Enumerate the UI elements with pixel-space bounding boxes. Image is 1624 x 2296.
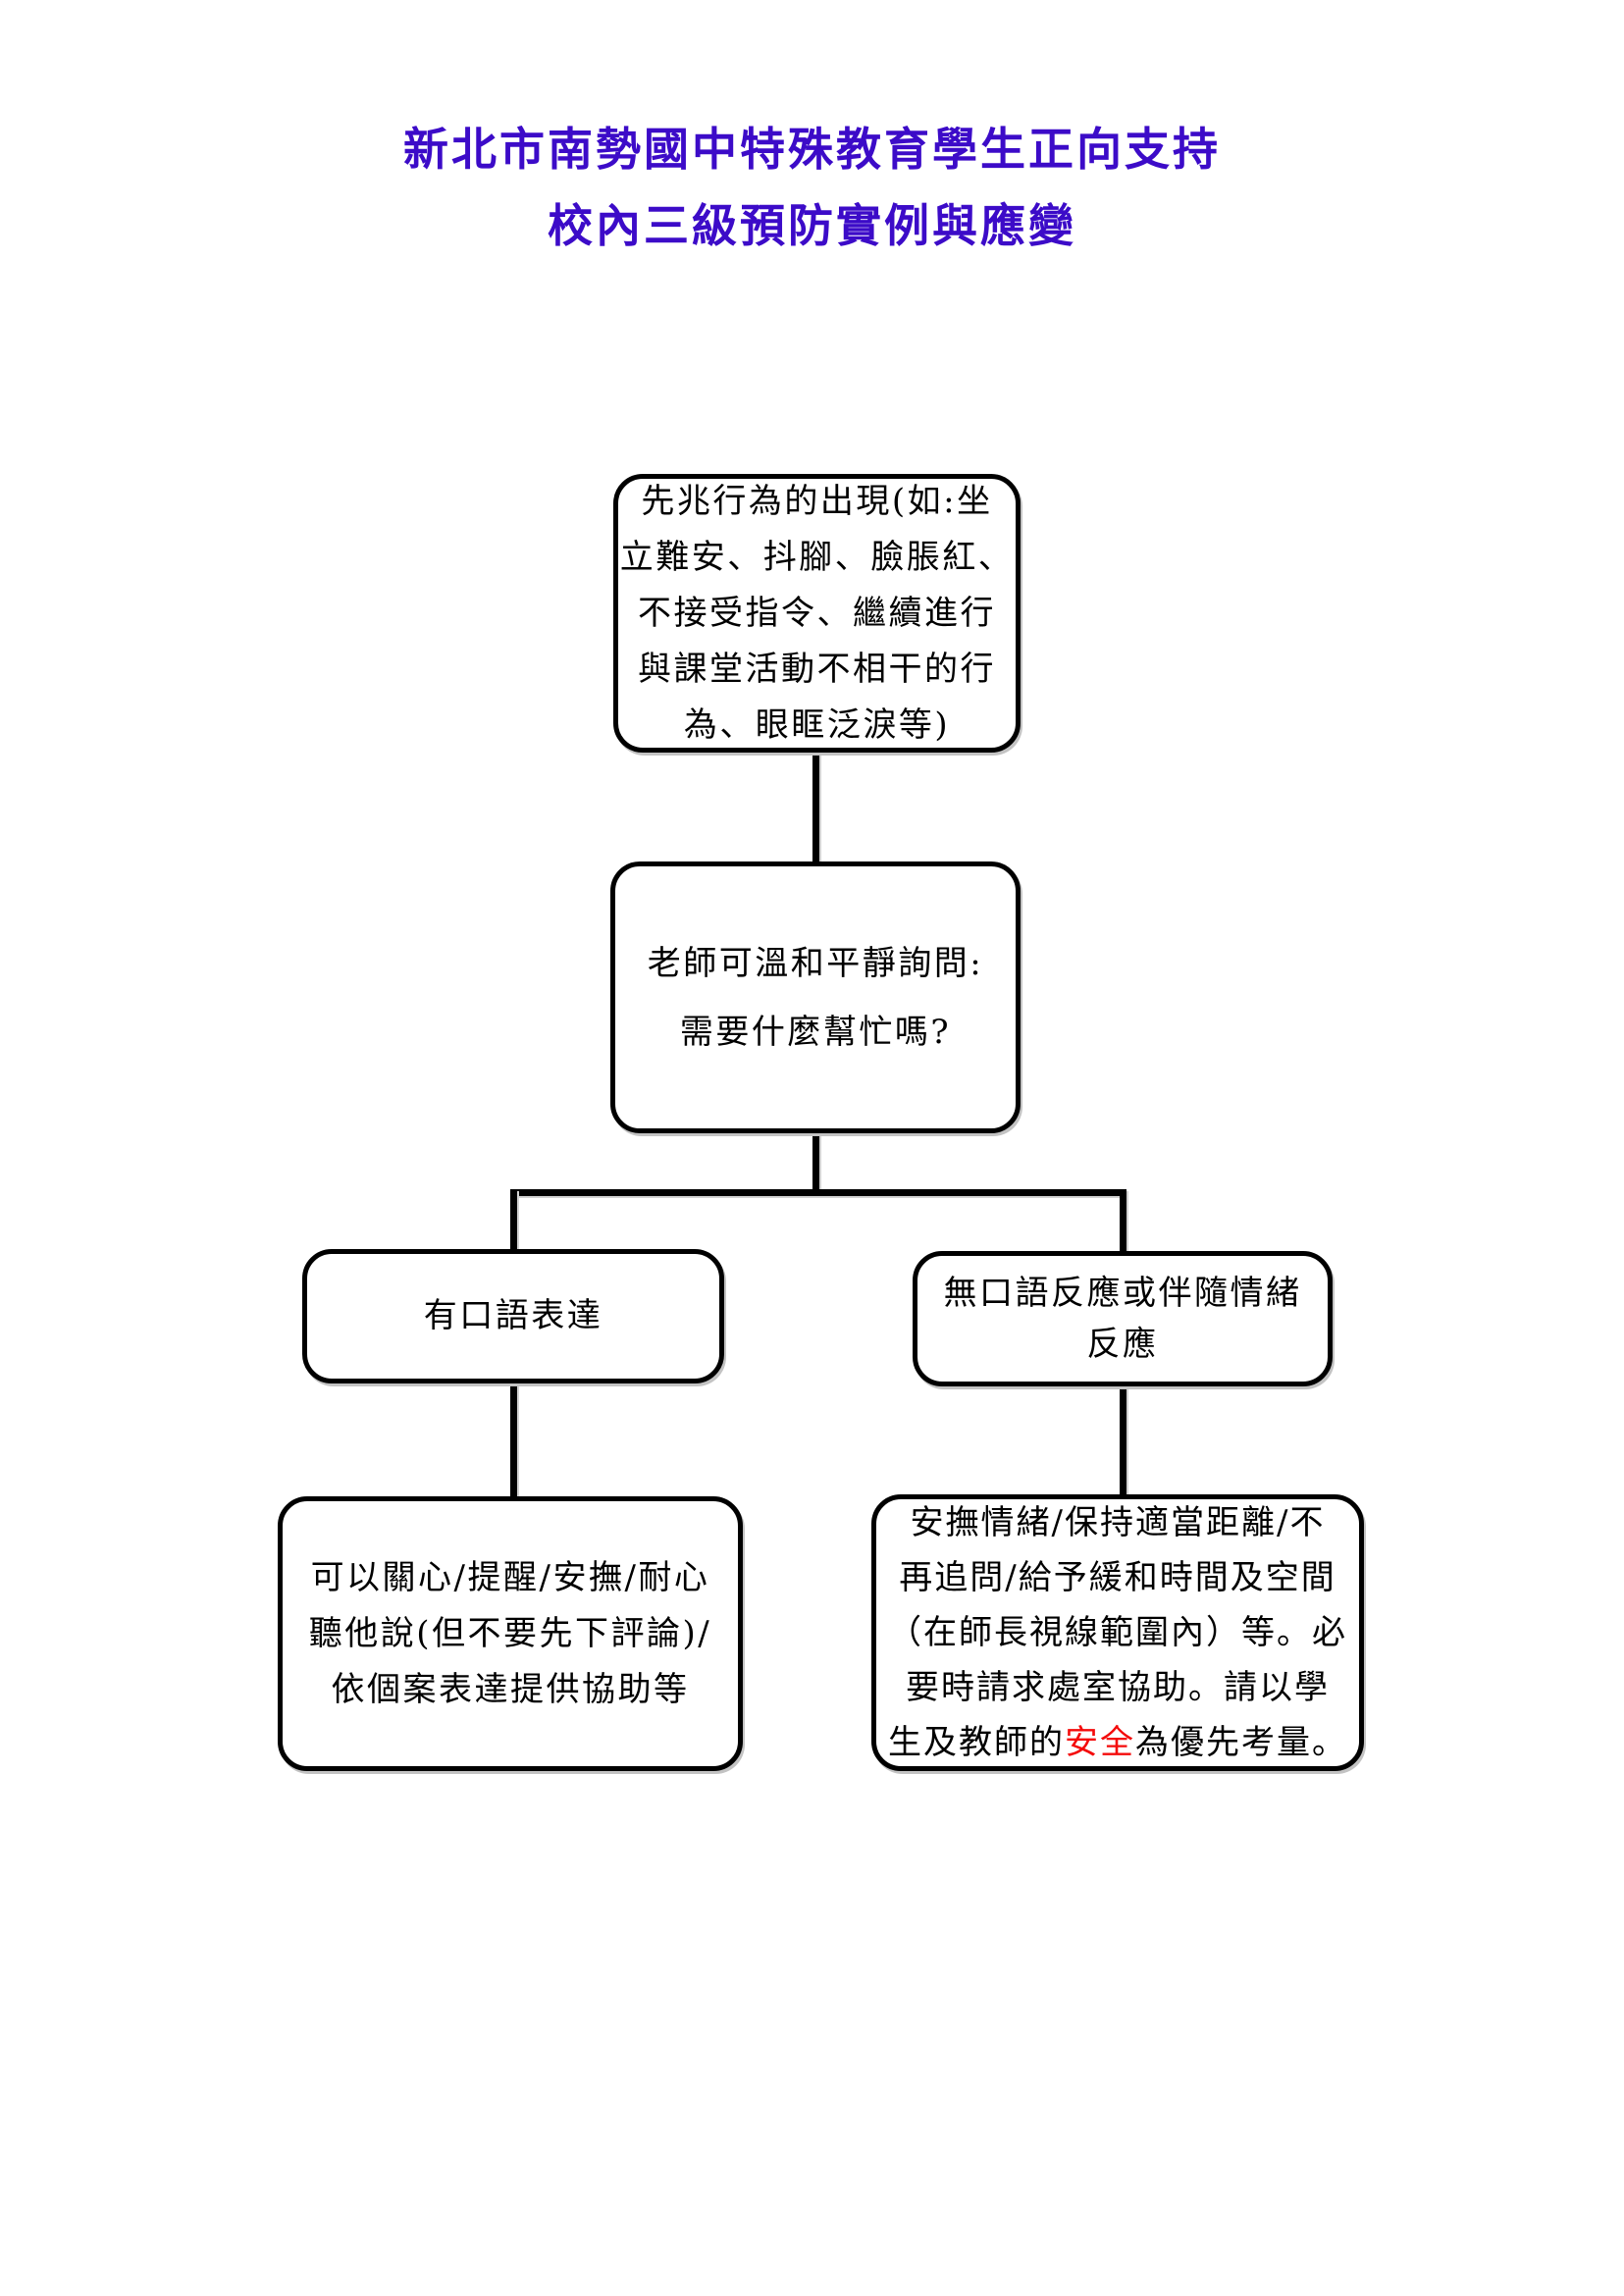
node-text-line: 與課堂活動不相干的行 — [638, 649, 996, 689]
node-text-line: 立難安、抖腳、臉脹紅、 — [619, 537, 1015, 577]
flow-node-verbal-response: 可以關心/提醒/安撫/耐心 聽他說(但不要先下評論)/ 依個案表達提供協助等 — [278, 1496, 743, 1771]
connector-warning-to-ask — [812, 751, 819, 864]
node-text-line: 老師可溫和平靜詢問: — [647, 943, 984, 983]
node-text-line-with-highlight: 生及教師的安全為優先考量。 — [888, 1715, 1347, 1770]
page-subtitle: 校內三級預防實例與應變 — [548, 199, 1076, 252]
node-text-line: 先兆行為的出現(如:坐 — [641, 481, 993, 521]
connector-branch-to-nonverbal — [1120, 1189, 1126, 1253]
node-text-line: 為、眼眶泛淚等) — [683, 704, 951, 745]
flow-node-teacher-ask: 老師可溫和平靜詢問: 需要什麼幫忙嗎? — [610, 861, 1021, 1133]
node-text-segment: 為優先考量。 — [1135, 1723, 1347, 1762]
flow-node-verbal: 有口語表達 — [302, 1249, 724, 1383]
node-text-line: 需要什麼幫忙嗎? — [679, 1012, 952, 1052]
node-text-line: 再追問/給予緩和時間及空間 — [899, 1558, 1336, 1597]
flow-node-nonverbal-response: 安撫情緒/保持適當距離/不 再追問/給予緩和時間及空間 （在師長視線範圍內）等。… — [871, 1494, 1364, 1771]
node-text-line: 依個案表達提供協助等 — [331, 1669, 690, 1709]
flow-node-warning-signs: 先兆行為的出現(如:坐 立難安、抖腳、臉脹紅、 不接受指令、繼續進行 與課堂活動… — [613, 474, 1021, 753]
node-text-line: 要時請求處室協助。請以學 — [906, 1668, 1330, 1707]
connector-branch-to-verbal — [510, 1189, 517, 1251]
node-text-segment: 生及教師的 — [888, 1723, 1065, 1762]
node-text-line: 不接受指令、繼續進行 — [638, 593, 996, 633]
safety-highlight-text: 安全 — [1065, 1723, 1135, 1762]
connector-ask-to-branch — [812, 1131, 819, 1196]
connector-verbal-to-response — [510, 1382, 517, 1499]
node-text-line: 反應 — [1086, 1325, 1159, 1364]
node-text-line: 有口語表達 — [423, 1296, 603, 1335]
node-text-line: 安撫情緒/保持適當距離/不 — [910, 1503, 1326, 1542]
flow-node-nonverbal: 無口語反應或伴隨情緒 反應 — [913, 1251, 1333, 1386]
connector-branch-bar — [510, 1189, 1126, 1196]
node-text-line: 聽他說(但不要先下評論)/ — [308, 1613, 712, 1653]
connector-nonverbal-to-response — [1120, 1384, 1126, 1497]
page-title: 新北市南勢國中特殊教育學生正向支持 — [403, 123, 1221, 176]
node-text-line: 可以關心/提醒/安撫/耐心 — [310, 1557, 710, 1597]
node-text-line: 無口語反應或伴隨情緒 — [943, 1274, 1302, 1313]
node-text-line: （在師長視線範圍內）等。必 — [888, 1613, 1347, 1652]
